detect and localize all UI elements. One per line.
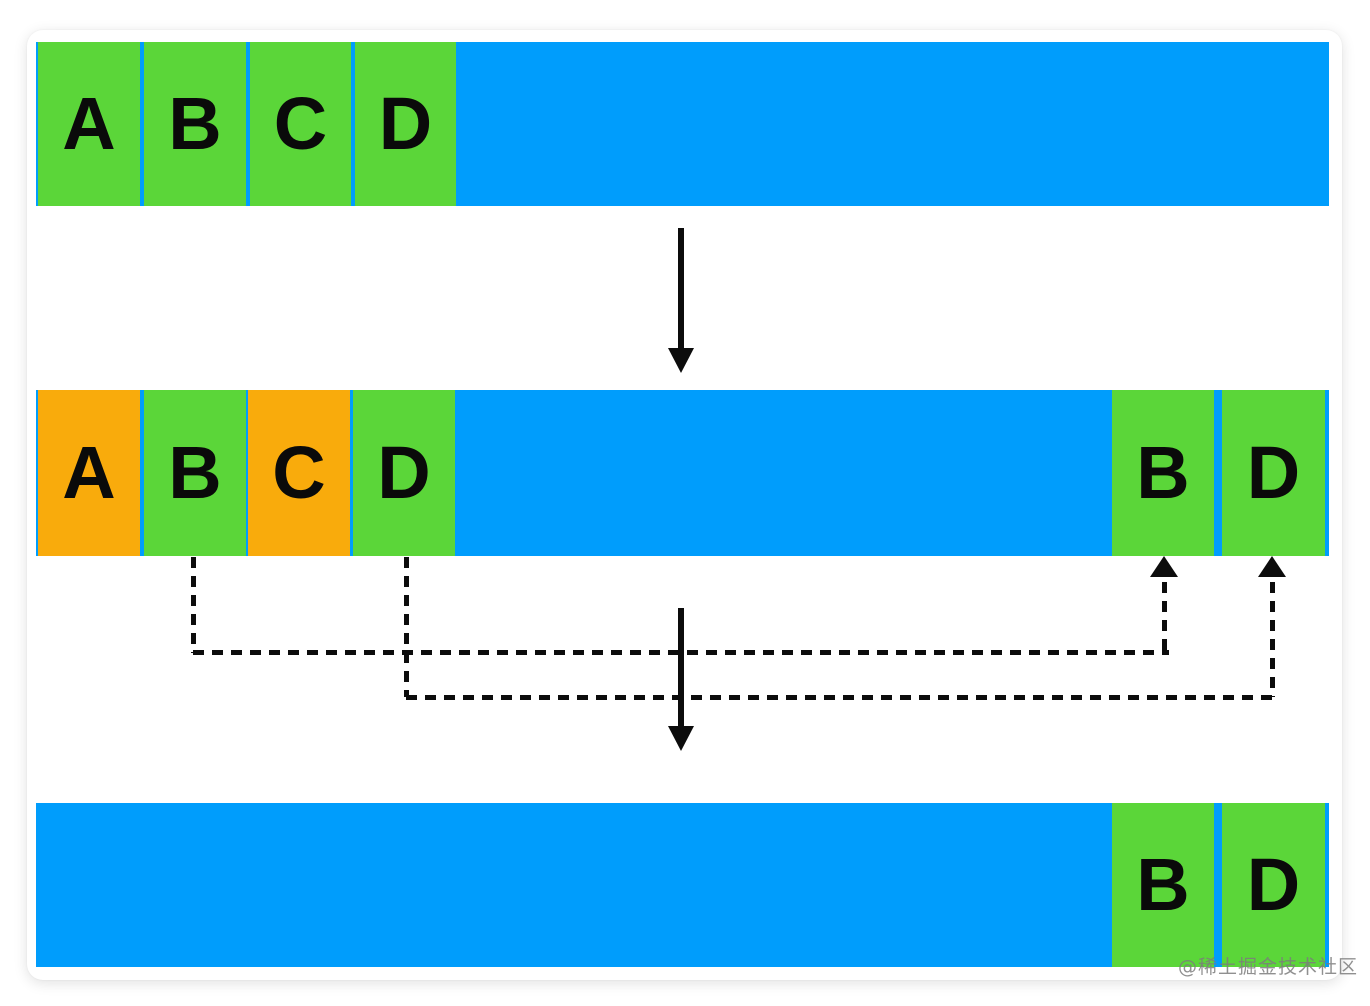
- down-arrow-2-shaft: [678, 608, 684, 728]
- memory-row-before: A B C D: [36, 42, 1329, 206]
- diagram-card: A B C D A B C D B D B: [27, 30, 1342, 980]
- memory-row-after: B D: [36, 803, 1329, 967]
- block-b: B: [144, 42, 246, 206]
- block-d-moved: D: [1222, 390, 1325, 556]
- move-path-d-down: [404, 557, 409, 697]
- block-b-moved: B: [1112, 390, 1214, 556]
- move-path-d-up: [1270, 582, 1275, 697]
- block-b-live: B: [144, 390, 246, 556]
- block-c: C: [250, 42, 351, 206]
- move-path-d-up-arrow-icon: [1258, 556, 1286, 577]
- move-path-b-down: [191, 557, 196, 653]
- memory-row-marked: A B C D B D: [36, 390, 1329, 556]
- block-a: A: [38, 42, 140, 206]
- move-path-b-up-arrow-icon: [1150, 556, 1178, 577]
- move-path-d-across: [406, 695, 1277, 700]
- watermark-text: @稀土掘金技术社区: [1178, 956, 1359, 978]
- block-d: D: [355, 42, 456, 206]
- block-d-final: D: [1222, 803, 1325, 967]
- move-path-b-up: [1162, 582, 1167, 653]
- down-arrow-2-head-icon: [668, 726, 694, 751]
- down-arrow-1-shaft: [678, 228, 684, 350]
- block-d-live: D: [353, 390, 455, 556]
- down-arrow-1-head-icon: [668, 348, 694, 373]
- block-a-garbage: A: [38, 390, 140, 556]
- block-b-final: B: [1112, 803, 1214, 967]
- block-c-garbage: C: [248, 390, 350, 556]
